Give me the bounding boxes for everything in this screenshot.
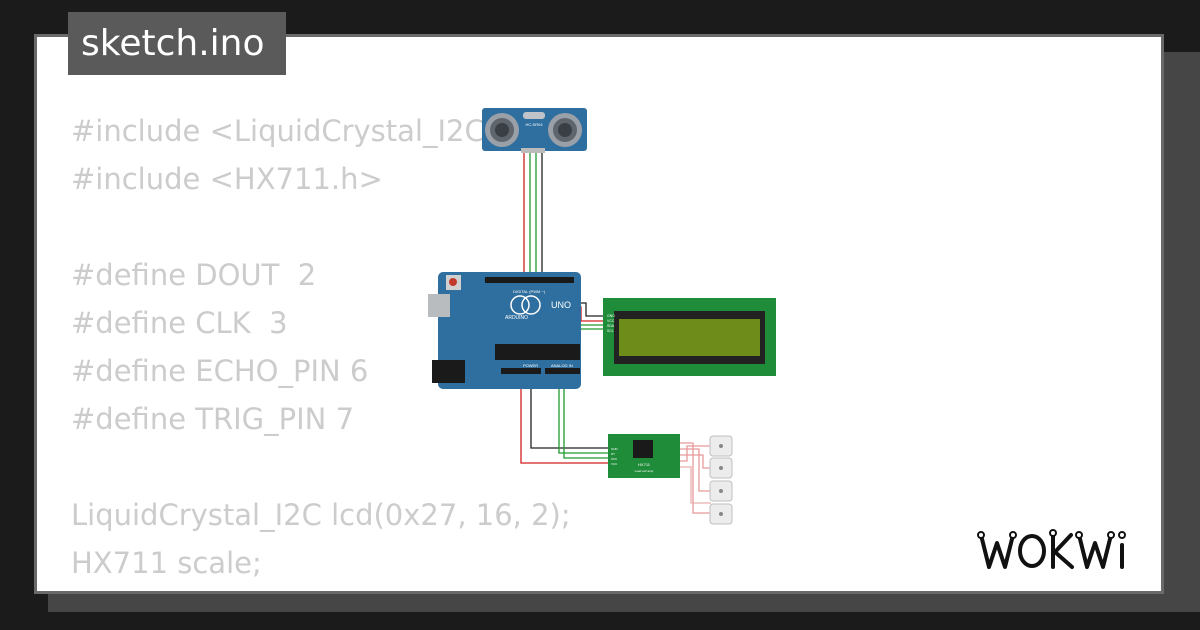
lcd-pin-scl: SCL xyxy=(607,329,614,333)
load-cell-dot xyxy=(719,444,723,448)
arduino-power-label: POWER xyxy=(523,363,538,368)
code-line: #include <HX711.h> xyxy=(71,162,383,196)
arduino-brand: ARDUINO xyxy=(505,315,528,321)
load-cell-dot xyxy=(719,466,723,470)
hx711-pin-vcc: VCC xyxy=(611,462,618,466)
load-cell-dot xyxy=(719,512,723,516)
wires xyxy=(520,151,711,514)
ultrasonic-sensor[interactable]: HC-SR04 xyxy=(482,108,587,153)
arduino-uno[interactable]: UNO ARDUINO DIGITAL (PWM ~) POWER ANALOG… xyxy=(428,272,581,389)
arduino-digital-label: DIGITAL (PWM ~) xyxy=(513,289,546,294)
lcd-pin-vcc: VCC xyxy=(607,319,615,323)
code-line: #define TRIG_PIN 7 xyxy=(71,402,355,436)
hx711-pin-sck: SCK xyxy=(611,457,617,461)
load-cell-dot xyxy=(719,489,723,493)
hx711-module[interactable]: HX711 Load cell amp GND DT SCK VCC xyxy=(608,434,680,478)
hx711-sublabel: Load cell amp xyxy=(635,469,654,473)
file-tab[interactable]: sketch.ino xyxy=(68,12,286,75)
circuit-diagram: HC-SR04 UNO ARDUINO DIGITAL (PWM ~) POWE… xyxy=(428,108,776,525)
code-line: LiquidCrystal_I2C lcd(0x27, 16, 2); xyxy=(71,498,571,532)
lcd-pin-gnd: GND xyxy=(607,314,615,318)
ultrasonic-label: HC-SR04 xyxy=(525,122,543,127)
lcd-display[interactable]: GND VCC SDA SCL xyxy=(603,298,776,376)
code-line: HX711 scale; xyxy=(71,546,262,580)
code-line: #define ECHO_PIN 6 xyxy=(71,354,369,388)
arduino-analog-label: ANALOG IN xyxy=(551,363,573,368)
code-line: #define DOUT 2 xyxy=(71,258,317,292)
code-line: #define CLK 3 xyxy=(71,306,288,340)
arduino-model: UNO xyxy=(551,300,571,310)
code-preview: #include <LiquidCrystal_I2C.h>#include <… xyxy=(71,107,571,587)
load-cells[interactable] xyxy=(709,435,733,525)
hx711-pin-gnd: GND xyxy=(611,447,619,451)
hx711-label: HX711 xyxy=(638,462,651,467)
hx711-pin-dt: DT xyxy=(611,452,615,456)
preview-card: #include <LiquidCrystal_I2C.h>#include <… xyxy=(34,34,1164,594)
lcd-pin-sda: SDA xyxy=(607,324,615,328)
wokwi-logo xyxy=(977,529,1126,569)
